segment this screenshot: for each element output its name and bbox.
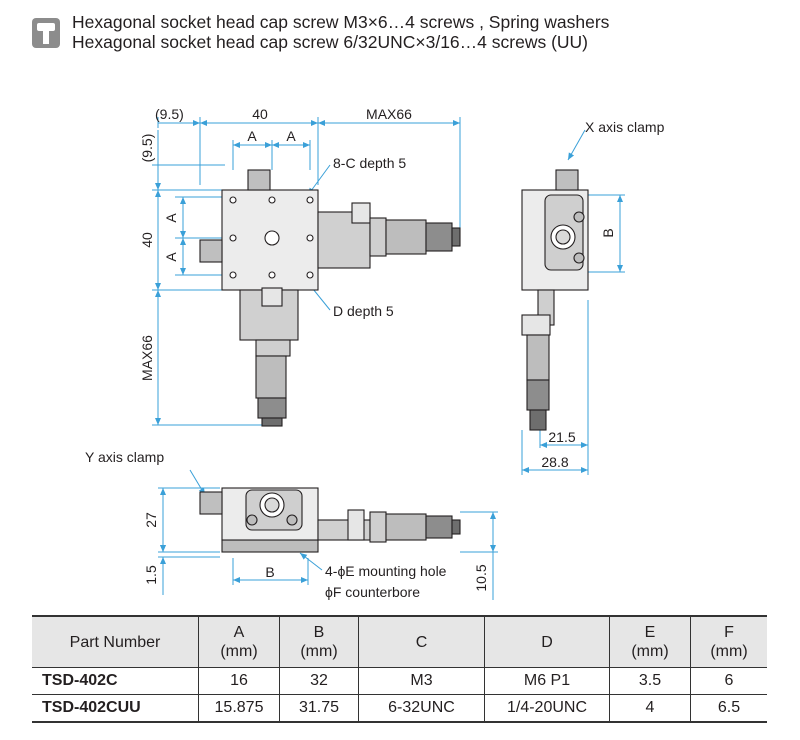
cell-a: 15.875	[198, 694, 280, 723]
cell-part-number: TSD-402CUU	[32, 694, 199, 723]
cell-c: M3	[358, 667, 485, 695]
cell-e: 3.5	[609, 667, 691, 695]
label-d-depth: D depth 5	[333, 303, 394, 319]
cell-d: 1/4-20UNC	[484, 694, 610, 723]
dim-max66-v: MAX66	[139, 335, 155, 381]
dim-9-5-v: (9.5)	[139, 134, 155, 163]
cell-e: 4	[609, 694, 691, 723]
cell-part-number: TSD-402C	[32, 667, 199, 695]
dim-b-front: B	[265, 564, 274, 580]
label-8c-depth: 8-C depth 5	[333, 155, 406, 171]
dim-40-h: 40	[252, 106, 268, 122]
dim-b-side: B	[600, 228, 616, 237]
table-row: TSD-402CUU 15.875 31.75 6-32UNC 1/4-20UN…	[32, 694, 767, 723]
header: Hexagonal socket head cap screw M3×6…4 s…	[30, 10, 790, 58]
cell-a: 16	[198, 667, 280, 695]
dim-a-v1: A	[163, 213, 179, 223]
header-d: D	[484, 615, 610, 668]
dim-a-v2: A	[163, 252, 179, 262]
dim-max66-h: MAX66	[366, 106, 412, 122]
table-row: TSD-402C 16 32 M3 M6 P1 3.5 6	[32, 667, 767, 695]
header-e: E(mm)	[609, 615, 691, 668]
table-header-row: Part Number A(mm) B(mm) C D E(mm) F(mm)	[32, 615, 767, 668]
cell-f: 6.5	[690, 694, 767, 723]
dim-21-5: 21.5	[548, 429, 575, 445]
screw-icon	[32, 18, 60, 48]
dim-28-8: 28.8	[541, 454, 568, 470]
dim-27: 27	[143, 512, 159, 528]
dim-1-5: 1.5	[143, 565, 159, 585]
front-view	[199, 487, 461, 553]
cell-b: 31.75	[279, 694, 359, 723]
label-counterbore: ϕF counterbore	[325, 584, 420, 600]
spec-table: Part Number A(mm) B(mm) C D E(mm) F(mm) …	[32, 615, 767, 723]
side-view	[521, 169, 589, 431]
cell-d: M6 P1	[484, 667, 610, 695]
dim-10-5: 10.5	[473, 564, 489, 591]
dim-a-2: A	[286, 128, 296, 144]
label-y-axis-clamp: Y axis clamp	[85, 449, 164, 465]
label-x-axis-clamp: X axis clamp	[585, 119, 665, 135]
header-part-number: Part Number	[32, 615, 199, 668]
dimension-drawing: (9.5) 40 MAX66 A A (9.5) 40 A A MAX66 8-…	[85, 106, 665, 600]
header-b: B(mm)	[279, 615, 359, 668]
header-a: A(mm)	[198, 615, 280, 668]
dim-a-1: A	[247, 128, 257, 144]
cell-c: 6-32UNC	[358, 694, 485, 723]
header-c: C	[358, 615, 485, 668]
top-view	[199, 169, 461, 427]
header-f: F(mm)	[690, 615, 767, 668]
label-mounting-hole: 4-ϕE mounting hole	[325, 563, 447, 579]
header-line-1: Hexagonal socket head cap screw M3×6…4 s…	[72, 12, 610, 32]
dim-40-v: 40	[139, 232, 155, 248]
dim-9-5-h: (9.5)	[155, 106, 184, 122]
cell-f: 6	[690, 667, 767, 695]
cell-b: 32	[279, 667, 359, 695]
header-line-2: Hexagonal socket head cap screw 6/32UNC×…	[72, 32, 588, 52]
